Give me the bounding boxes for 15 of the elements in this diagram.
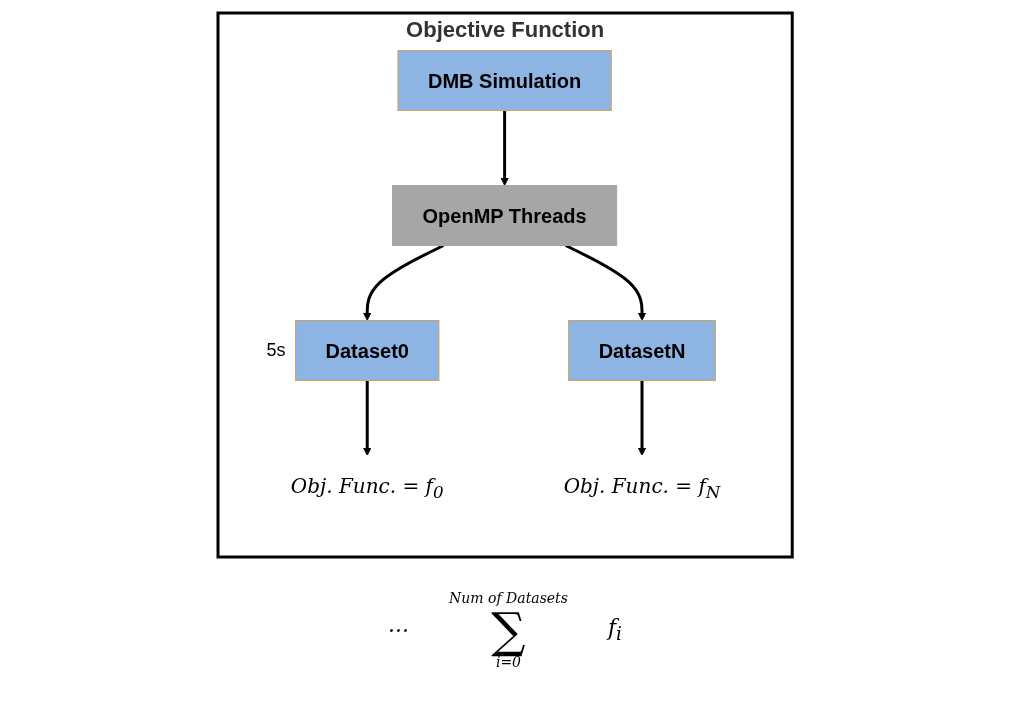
node-text: Obj. Func. = f$_{0}$ <box>290 473 444 502</box>
node-box <box>294 320 440 381</box>
node-box <box>397 50 612 111</box>
arrow <box>362 380 372 456</box>
formula-term: f$_{i}$ <box>607 615 622 645</box>
arrow <box>500 110 509 186</box>
node-box <box>391 185 618 246</box>
ellipsis-mark: ··· <box>388 617 410 643</box>
arrow <box>637 380 647 456</box>
upper-limit: Num of Datasets <box>449 590 568 606</box>
arrow <box>564 244 647 321</box>
node-box <box>568 320 716 381</box>
side-note: 5s <box>266 340 286 361</box>
arrow <box>362 244 445 321</box>
node-text: Obj. Func. = f$_{N}$ <box>563 473 721 502</box>
